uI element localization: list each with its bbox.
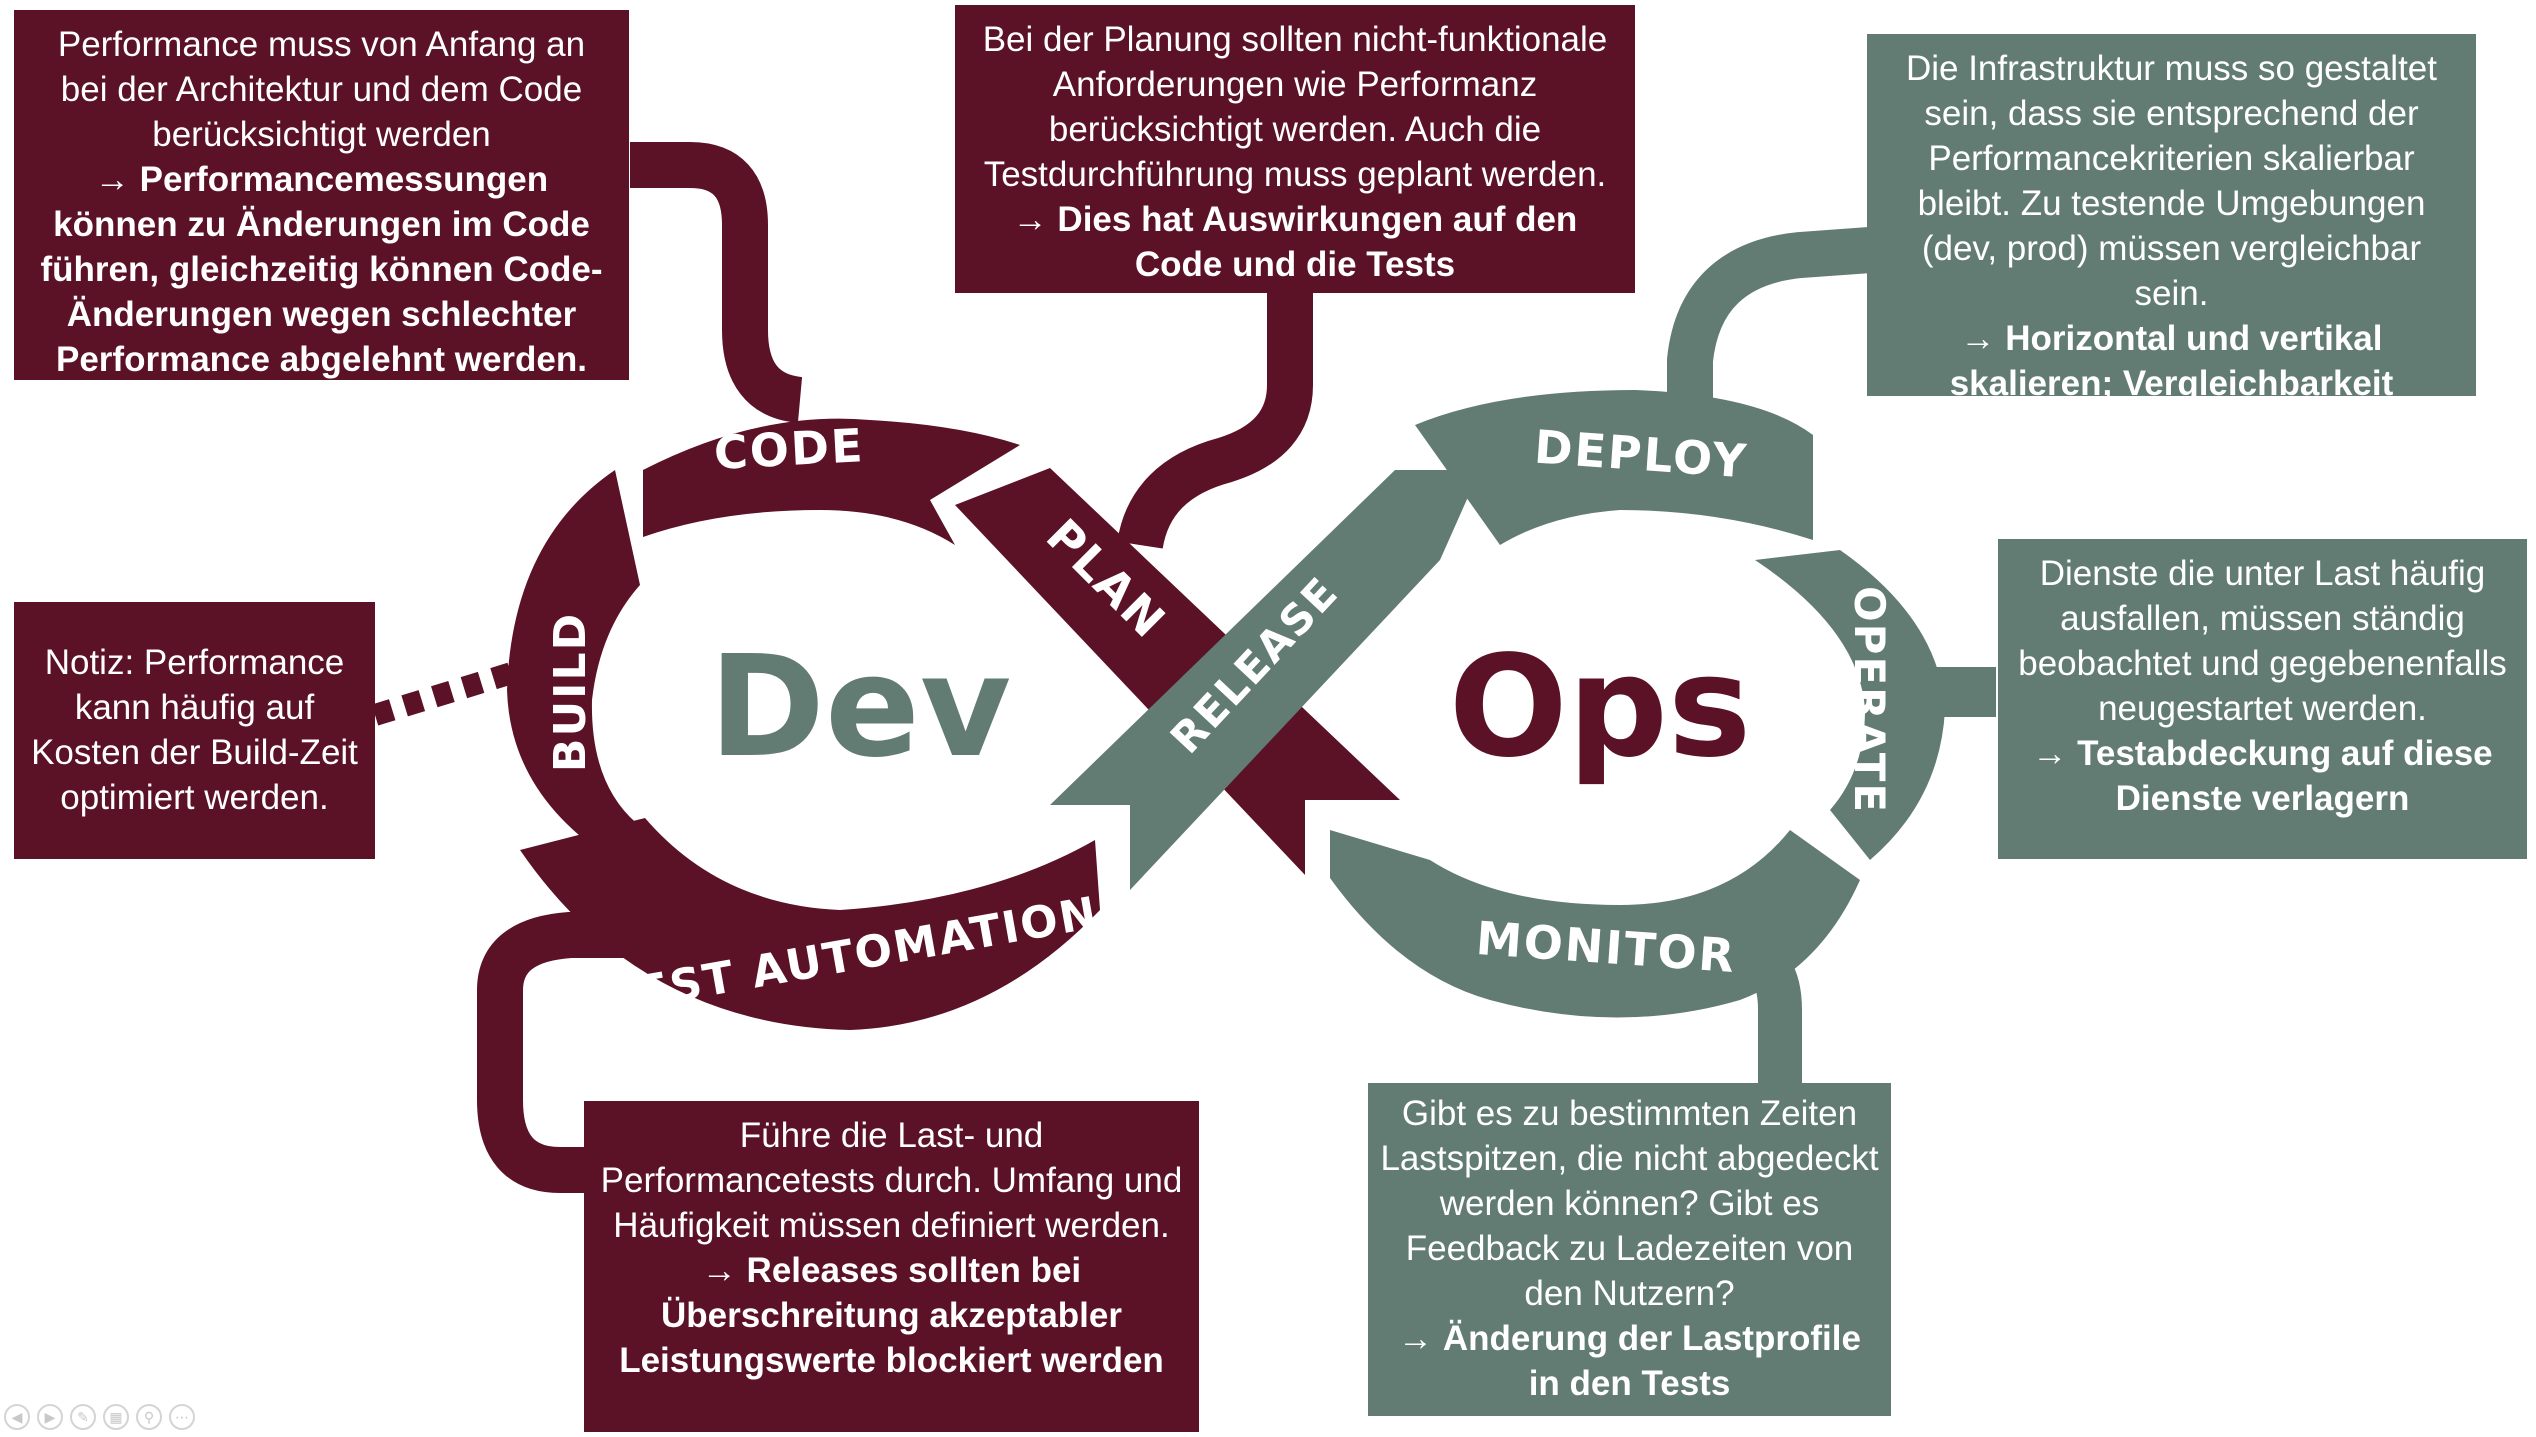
segment-deploy bbox=[1415, 390, 1813, 545]
segment-plan bbox=[955, 468, 1400, 875]
label-operate: OPERATE bbox=[1845, 586, 1894, 814]
ops-loop bbox=[1050, 390, 1945, 1018]
note-build: Notiz: Performance kann häufig auf Koste… bbox=[14, 602, 375, 859]
more-icon[interactable]: ⋯ bbox=[169, 1404, 195, 1430]
note-test-automation-emphasis: → Releases sollten bei Überschreitung ak… bbox=[619, 1251, 1164, 1380]
note-code-emphasis: → Performancemessungen können zu Änderun… bbox=[40, 160, 603, 379]
note-deploy-emphasis: → Horizontal und vertikal skalieren; Ver… bbox=[1949, 319, 2394, 403]
note-operate-emphasis: → Testabdeckung auf diese Dienste verlag… bbox=[2032, 734, 2493, 818]
note-test-automation: Führe die Last- und Performancetests dur… bbox=[584, 1101, 1199, 1432]
label-build: BUILD bbox=[545, 612, 596, 772]
pen-icon[interactable]: ✎ bbox=[70, 1404, 96, 1430]
connector-plan bbox=[1117, 290, 1313, 550]
note-build-text: Notiz: Performance kann häufig auf Koste… bbox=[31, 643, 358, 817]
note-monitor-emphasis: → Änderung der Lastprofile in den Tests bbox=[1398, 1319, 1861, 1403]
dev-loop bbox=[507, 418, 1400, 1030]
note-monitor-text: Gibt es zu bestimmten Zeiten Lastspitzen… bbox=[1380, 1094, 1879, 1313]
segment-test-automation bbox=[520, 818, 1100, 1030]
note-plan: Bei der Planung sollten nicht-funktional… bbox=[955, 5, 1635, 293]
dev-title: Dev bbox=[709, 626, 1011, 789]
previous-icon[interactable]: ◀ bbox=[4, 1404, 30, 1430]
connector-deploy bbox=[1667, 227, 1872, 440]
note-deploy: Die Infrastruktur muss so gestaltet sein… bbox=[1867, 34, 2476, 403]
note-deploy-text: Die Infrastruktur muss so gestaltet sein… bbox=[1905, 49, 2438, 313]
ops-title: Ops bbox=[1449, 626, 1752, 789]
segment-operate bbox=[1755, 550, 1945, 860]
segment-monitor bbox=[1330, 830, 1860, 1018]
note-operate-text: Dienste die unter Last häufig ausfallen,… bbox=[2018, 554, 2507, 728]
note-operate: Dienste die unter Last häufig ausfallen,… bbox=[1998, 539, 2527, 859]
note-code: Performance muss von Anfang an bei der A… bbox=[14, 10, 629, 380]
segment-code bbox=[643, 418, 1020, 545]
note-plan-text: Bei der Planung sollten nicht-funktional… bbox=[982, 20, 1608, 194]
connector-code bbox=[630, 142, 804, 423]
note-monitor: Gibt es zu bestimmten Zeiten Lastspitzen… bbox=[1368, 1083, 1891, 1416]
slides-icon[interactable]: ▦ bbox=[103, 1404, 129, 1430]
label-code: CODE bbox=[713, 418, 866, 480]
segment-release bbox=[1050, 470, 1480, 890]
note-test-automation-text: Führe die Last- und Performancetests dur… bbox=[600, 1116, 1183, 1245]
connector-test bbox=[477, 912, 640, 1193]
segment-build bbox=[507, 470, 645, 855]
presentation-toolbar: ◀ ▶ ✎ ▦ ⚲ ⋯ bbox=[4, 1404, 195, 1430]
connector-build bbox=[371, 661, 519, 726]
note-code-text: Performance muss von Anfang an bei der A… bbox=[57, 25, 586, 154]
zoom-icon[interactable]: ⚲ bbox=[136, 1404, 162, 1430]
note-plan-emphasis: → Dies hat Auswirkungen auf den Code und… bbox=[1012, 200, 1578, 284]
next-icon[interactable]: ▶ bbox=[37, 1404, 63, 1430]
